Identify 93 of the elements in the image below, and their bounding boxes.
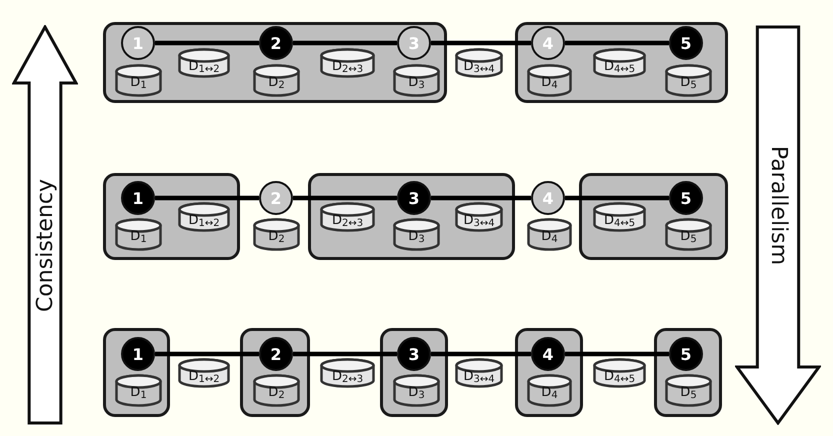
- cylinder-label: D$_{4↔5}$: [602, 214, 636, 229]
- group-box: [103, 328, 170, 417]
- cylinder-label: D$_{2↔3}$: [330, 214, 364, 229]
- connector-line: [565, 352, 669, 356]
- cylinder-label: D$_{4}$: [540, 386, 559, 401]
- cylinder-label: D$_{2}$: [267, 76, 286, 91]
- group-box: [240, 328, 310, 417]
- database-cylinder: [527, 64, 572, 97]
- connector-line: [293, 196, 397, 200]
- cylinder-label: D$_{5}$: [679, 386, 698, 401]
- connector-line: [431, 352, 531, 356]
- connector-line: [565, 40, 669, 46]
- connector-line: [155, 196, 259, 200]
- cylinder-label: D$_{1↔2}$: [187, 370, 221, 385]
- cylinder-label: D$_{3}$: [407, 386, 426, 401]
- node-circle: 2: [259, 337, 293, 371]
- database-cylinder: [115, 218, 162, 251]
- database-cylinder: [527, 218, 572, 251]
- database-cylinder: [393, 64, 440, 97]
- node-circle: 3: [397, 26, 431, 60]
- block-arrow: [735, 25, 821, 425]
- cylinder-label: D$_{1↔2}$: [187, 60, 221, 75]
- cylinder-label: D$_{4}$: [540, 76, 559, 91]
- connector-line: [565, 196, 669, 200]
- node-circle: 5: [669, 26, 703, 60]
- database-cylinder: [253, 218, 300, 251]
- group-box: [579, 173, 728, 260]
- arrow-label: Consistency: [32, 178, 58, 312]
- node-circle: 1: [121, 337, 155, 371]
- database-cylinder: [455, 358, 503, 388]
- cylinder-label: D$_{2}$: [267, 230, 286, 245]
- database-cylinder: [593, 202, 646, 232]
- cylinder-label: D$_{3↔4}$: [462, 370, 496, 385]
- cylinder-label: D$_{1}$: [129, 386, 148, 401]
- database-cylinder: [593, 48, 646, 78]
- cylinder-label: D$_{3}$: [407, 76, 426, 91]
- group-box: [103, 173, 240, 260]
- database-cylinder: [455, 48, 503, 78]
- cylinder-label: D$_{3}$: [407, 230, 426, 245]
- node-circle: 5: [669, 337, 703, 371]
- cylinder-label: D$_{2↔3}$: [330, 60, 364, 75]
- database-cylinder: [393, 218, 440, 251]
- node-circle: 3: [397, 181, 431, 215]
- group-box: [308, 173, 515, 260]
- node-circle: 4: [531, 181, 565, 215]
- group-box: [515, 328, 583, 417]
- database-cylinder: [320, 202, 375, 232]
- node-circle: 4: [531, 26, 565, 60]
- database-cylinder: [320, 358, 375, 388]
- database-cylinder: [178, 202, 230, 232]
- database-cylinder: [593, 358, 646, 388]
- connector-line: [155, 40, 259, 46]
- database-cylinder: [115, 64, 162, 97]
- database-cylinder: [455, 202, 503, 232]
- cylinder-label: D$_{5}$: [679, 76, 698, 91]
- cylinder-label: D$_{2↔3}$: [330, 370, 364, 385]
- cylinder-label: D$_{4}$: [540, 230, 559, 245]
- database-cylinder: [253, 64, 300, 97]
- node-circle: 1: [121, 181, 155, 215]
- node-circle: 4: [531, 337, 565, 371]
- node-circle: 2: [259, 26, 293, 60]
- database-cylinder: [665, 374, 712, 407]
- database-cylinder: [115, 374, 162, 407]
- cylinder-label: D$_{1}$: [129, 230, 148, 245]
- group-box: [380, 328, 448, 417]
- database-cylinder: [393, 374, 440, 407]
- cylinder-label: D$_{1}$: [129, 76, 148, 91]
- cylinder-label: D$_{4↔5}$: [602, 60, 636, 75]
- group-box: [103, 22, 447, 103]
- database-cylinder: [178, 358, 230, 388]
- database-cylinder: [665, 64, 712, 97]
- cylinder-label: D$_{1↔2}$: [187, 214, 221, 229]
- cylinder-label: D$_{5}$: [679, 230, 698, 245]
- group-box: [515, 22, 728, 103]
- database-cylinder: [320, 48, 375, 78]
- database-cylinder: [178, 48, 230, 78]
- connector-line: [431, 40, 531, 46]
- database-cylinder: [253, 374, 300, 407]
- arrow-label: Parallelism: [766, 145, 791, 265]
- database-cylinder: [527, 374, 572, 407]
- block-arrow: [12, 25, 78, 425]
- group-box: [654, 328, 722, 417]
- database-cylinder: [665, 218, 712, 251]
- cylinder-label: D$_{2}$: [267, 386, 286, 401]
- node-circle: 3: [397, 337, 431, 371]
- cylinder-label: D$_{3↔4}$: [462, 214, 496, 229]
- connector-line: [431, 196, 531, 200]
- cylinder-label: D$_{3↔4}$: [462, 60, 496, 75]
- connector-line: [155, 352, 259, 356]
- node-circle: 5: [669, 181, 703, 215]
- cylinder-label: D$_{4↔5}$: [602, 370, 636, 385]
- node-circle: 1: [121, 26, 155, 60]
- node-circle: 2: [259, 181, 293, 215]
